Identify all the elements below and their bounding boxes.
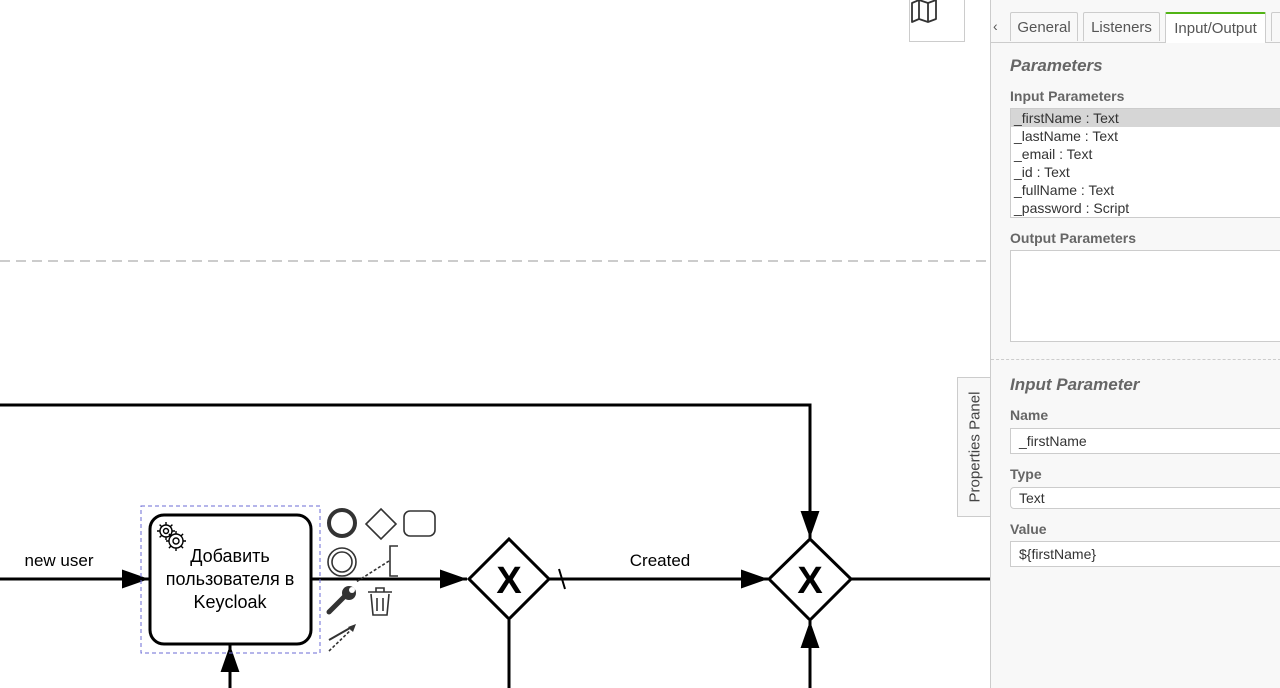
task-label-line1: Добавить bbox=[190, 546, 270, 566]
flow-label-created[interactable]: Created bbox=[630, 551, 690, 570]
list-item[interactable]: _id : Text bbox=[1014, 164, 1070, 180]
tab-scroll-left-icon[interactable]: ‹ bbox=[993, 18, 998, 34]
gateway-2-marker: X bbox=[797, 560, 823, 602]
input-parameters-label: Input Parameters bbox=[1010, 88, 1125, 104]
list-item[interactable]: _lastName : Text bbox=[1014, 128, 1119, 144]
bpmn-diagram[interactable]: Добавить пользователя в Keycloak X X new… bbox=[0, 0, 990, 688]
sequence-flow-top[interactable] bbox=[0, 403, 820, 538]
list-item[interactable]: _firstName : Text bbox=[1011, 109, 1280, 127]
trash-icon[interactable] bbox=[368, 587, 392, 616]
tab-next-partial[interactable] bbox=[1271, 12, 1280, 41]
context-pad bbox=[326, 507, 436, 652]
tab-input-output[interactable]: Input/Output bbox=[1165, 12, 1266, 43]
section-divider bbox=[991, 359, 1280, 360]
input-parameters-list[interactable]: _firstName : Text _lastName : Text _emai… bbox=[1010, 108, 1280, 218]
exclusive-gateway-1[interactable] bbox=[466, 536, 552, 622]
default-flow-marker bbox=[558, 568, 566, 590]
append-gateway-icon[interactable] bbox=[364, 507, 398, 541]
name-label: Name bbox=[1010, 407, 1049, 423]
input-parameter-title: Input Parameter bbox=[1010, 375, 1140, 394]
selection-outline bbox=[140, 505, 321, 654]
append-intermediate-event-icon[interactable] bbox=[327, 547, 357, 577]
list-item[interactable]: _email : Text bbox=[1014, 146, 1093, 162]
properties-panel: ‹ General Listeners Input/Output Paramet… bbox=[990, 0, 1280, 688]
task-label-line2: пользователя в bbox=[166, 569, 295, 589]
properties-panel-toggle-label: Properties Panel bbox=[966, 391, 983, 503]
map-icon bbox=[911, 0, 937, 23]
task-label-line3: Keycloak bbox=[193, 592, 267, 612]
list-item[interactable]: _fullName : Text bbox=[1014, 182, 1115, 198]
wrench-icon[interactable] bbox=[326, 586, 356, 615]
service-task[interactable] bbox=[148, 513, 313, 646]
value-label: Value bbox=[1010, 521, 1047, 537]
tab-general-label: General bbox=[1017, 18, 1071, 36]
list-item[interactable]: _password : Script bbox=[1014, 200, 1130, 216]
properties-panel-toggle[interactable]: Properties Panel bbox=[957, 377, 991, 517]
output-parameters-label: Output Parameters bbox=[1010, 230, 1137, 246]
append-end-event-icon[interactable] bbox=[327, 508, 357, 538]
connect-icon[interactable] bbox=[328, 624, 356, 652]
type-select[interactable]: Text bbox=[1010, 487, 1280, 509]
append-task-icon[interactable] bbox=[403, 510, 436, 537]
tab-listeners[interactable]: Listeners bbox=[1083, 12, 1160, 41]
type-label: Type bbox=[1010, 466, 1042, 482]
tab-listeners-label: Listeners bbox=[1091, 18, 1152, 36]
output-parameters-list[interactable] bbox=[1010, 250, 1280, 342]
text-annotation-icon[interactable] bbox=[355, 545, 398, 583]
name-input[interactable]: _firstName bbox=[1010, 428, 1280, 454]
panel-tabs: ‹ General Listeners Input/Output bbox=[991, 12, 1280, 43]
gateway-1-marker: X bbox=[496, 560, 522, 602]
minimap-toggle-button[interactable] bbox=[909, 0, 965, 42]
tab-input-output-label: Input/Output bbox=[1174, 20, 1257, 37]
value-input[interactable]: ${firstName} bbox=[1010, 541, 1280, 567]
diagram-canvas[interactable]: Добавить пользователя в Keycloak X X new… bbox=[0, 0, 991, 688]
exclusive-gateway-2[interactable] bbox=[766, 536, 854, 623]
tab-general[interactable]: General bbox=[1010, 12, 1078, 41]
gear-icon bbox=[157, 522, 186, 551]
parameters-title: Parameters bbox=[1010, 56, 1103, 75]
flow-label-new-user[interactable]: new user bbox=[25, 551, 94, 570]
